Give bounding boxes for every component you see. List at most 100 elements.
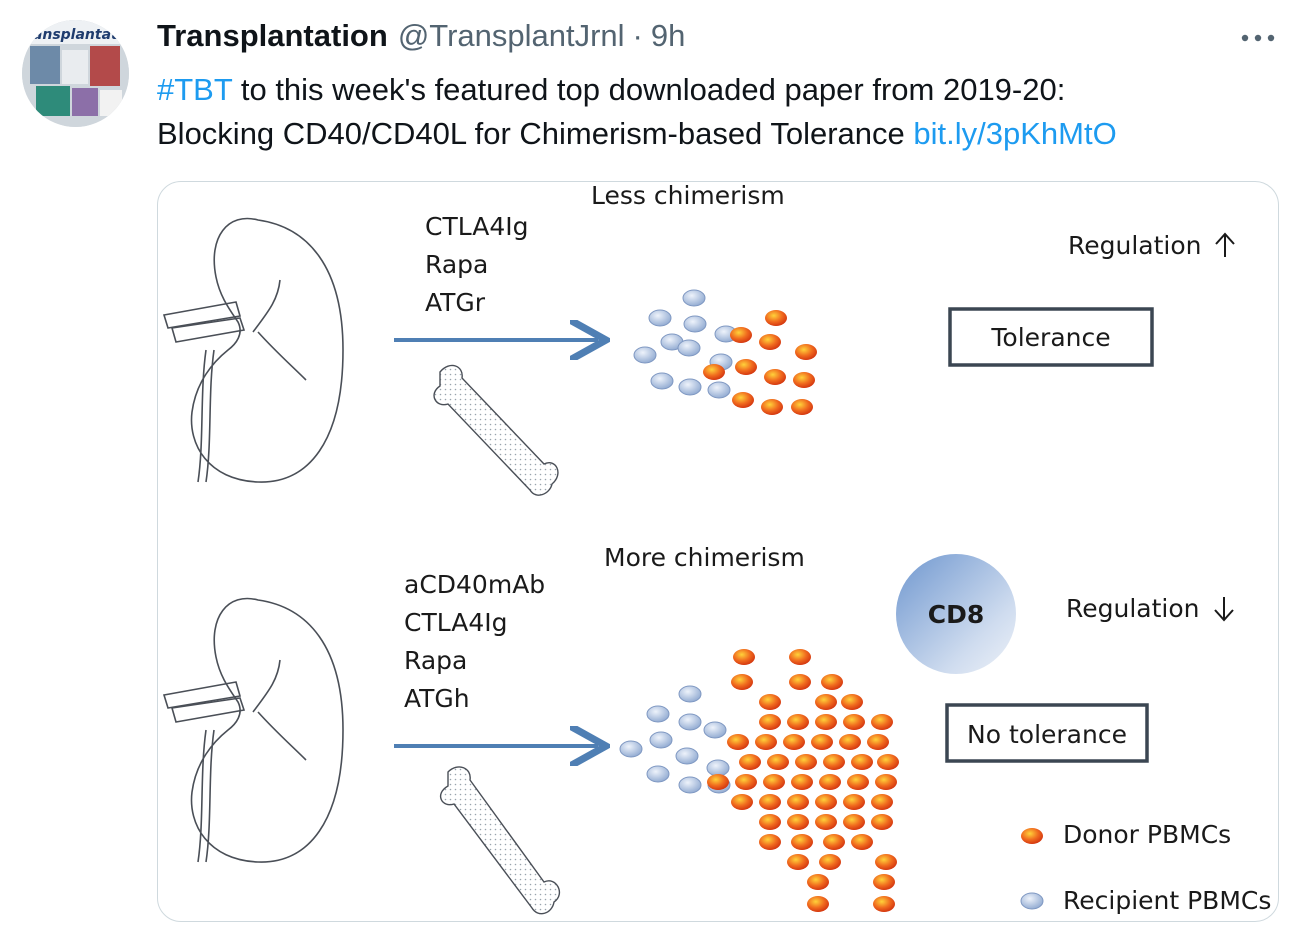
donor-cell [791, 834, 813, 850]
donor-cell [733, 649, 755, 665]
recipient-cell [707, 381, 731, 399]
arrow-up-icon [1215, 232, 1235, 257]
donor-cell [819, 774, 841, 790]
donor-cell [764, 369, 786, 385]
donor-cell [843, 794, 865, 810]
donor-cell [795, 754, 817, 770]
recipient-cell [646, 705, 670, 723]
donor-cell [735, 774, 757, 790]
tweet-media-image[interactable]: CTLA4Ig Rapa ATGr Less chimerism Regulat… [157, 181, 1279, 922]
donor-cell [871, 814, 893, 830]
cd8-cell [896, 554, 1016, 674]
recipient-cell [646, 765, 670, 783]
donor-cell [839, 734, 861, 750]
donor-cell [735, 359, 757, 375]
donor-cell [787, 814, 809, 830]
more-options-button[interactable] [1238, 24, 1278, 52]
donor-cell [823, 754, 845, 770]
recipient-cell [677, 339, 701, 357]
recipient-cell [675, 747, 699, 765]
donor-cell [759, 834, 781, 850]
top-heading: Less chimerism [591, 182, 785, 210]
tweet-text: #TBT to this week's featured top downloa… [157, 68, 1277, 156]
journal-cover-image: ransplantation [22, 20, 129, 127]
arrow-down-icon [1214, 597, 1234, 622]
donor-cell [851, 834, 873, 850]
donor-cell [819, 854, 841, 870]
top-regulation: Regulation [1068, 231, 1202, 260]
kidney-icon [162, 217, 344, 483]
author-name[interactable]: Transplantation [157, 18, 388, 53]
donor-cell [732, 392, 754, 408]
cd8-label: CD8 [928, 600, 985, 629]
top-drug-1: CTLA4Ig [425, 212, 528, 241]
donor-cell [703, 364, 725, 380]
donor-cell [759, 694, 781, 710]
recipient-cell [682, 289, 706, 307]
top-panel: CTLA4Ig Rapa ATGr Less chimerism Regulat… [162, 182, 1235, 496]
donor-cell [789, 674, 811, 690]
donor-cell [815, 714, 837, 730]
legend-donor-swatch [1021, 828, 1043, 844]
bottom-regulation: Regulation [1066, 594, 1200, 623]
tweet-header: Transplantation @TransplantJrnl · 9h [157, 18, 685, 58]
donor-cell [851, 754, 873, 770]
hashtag-link[interactable]: #TBT [157, 72, 233, 107]
tweet-timestamp[interactable]: 9h [650, 18, 686, 53]
donor-cell [759, 814, 781, 830]
donor-cell [783, 734, 805, 750]
top-cell-cluster [633, 289, 817, 415]
recipient-cell [678, 378, 702, 396]
donor-cell [823, 834, 845, 850]
recipient-cell [683, 315, 707, 333]
avatar[interactable]: ransplantation [22, 20, 129, 127]
url-link[interactable]: bit.ly/3pKhMtO [913, 116, 1117, 151]
donor-cell [730, 327, 752, 343]
recipient-cell [678, 776, 702, 794]
bottom-drug-4: ATGh [404, 684, 470, 713]
donor-cell [727, 734, 749, 750]
author-handle[interactable]: @TransplantJrnl [397, 18, 625, 53]
header-separator: · [632, 18, 643, 53]
donor-cell [807, 896, 829, 912]
legend: Donor PBMCs Recipient PBMCs [1020, 820, 1271, 915]
bone-icon [433, 364, 559, 496]
recipient-cell [633, 346, 657, 364]
donor-cell [707, 774, 729, 790]
donor-cell [875, 854, 897, 870]
recipient-cell [619, 740, 643, 758]
donor-cell [875, 774, 897, 790]
donor-cell [815, 694, 837, 710]
legend-donor-label: Donor PBMCs [1063, 820, 1231, 849]
figure-diagram: CTLA4Ig Rapa ATGr Less chimerism Regulat… [162, 182, 1271, 915]
tolerance-box [948, 307, 1154, 367]
donor-cell [841, 694, 863, 710]
donor-cell [821, 674, 843, 690]
avatar-text: ransplantation [26, 27, 129, 43]
tweet-text-line-1: #TBT to this week's featured top downloa… [157, 68, 1277, 112]
donor-cell [759, 334, 781, 350]
no-tolerance-box [945, 703, 1149, 763]
tweet-text-rest: to this week's featured top downloaded p… [232, 72, 1066, 107]
recipient-cell [678, 713, 702, 731]
donor-cell [795, 344, 817, 360]
donor-cell [739, 754, 761, 770]
bottom-drug-1: aCD40mAb [404, 570, 545, 599]
donor-cell [789, 649, 811, 665]
donor-cell [791, 399, 813, 415]
donor-cell [843, 814, 865, 830]
donor-cell [767, 754, 789, 770]
donor-cell [807, 874, 829, 890]
donor-cell [871, 714, 893, 730]
bottom-drug-3: Rapa [404, 646, 467, 675]
donor-cell [787, 854, 809, 870]
donor-cell [873, 874, 895, 890]
donor-cell [755, 734, 777, 750]
donor-cell [815, 814, 837, 830]
more-dots-icon [1241, 34, 1275, 42]
tweet-text-title: Blocking CD40/CD40L for Chimerism-based … [157, 116, 914, 151]
no-tolerance-label: No tolerance [967, 720, 1127, 749]
donor-cell [847, 774, 869, 790]
tweet-text-line-2: Blocking CD40/CD40L for Chimerism-based … [157, 112, 1277, 156]
recipient-cell [648, 309, 672, 327]
